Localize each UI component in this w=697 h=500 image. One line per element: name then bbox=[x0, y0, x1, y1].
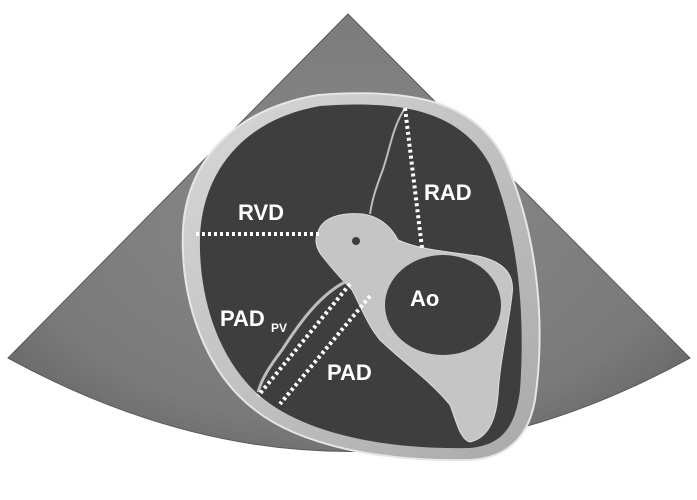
tissue-hole bbox=[352, 237, 360, 245]
label-pad-pv-subscript: PV bbox=[271, 321, 287, 335]
aorta-lumen bbox=[385, 255, 501, 355]
label-rad: RAD bbox=[424, 180, 472, 205]
label-rvd: RVD bbox=[238, 200, 284, 225]
label-pad: PAD bbox=[327, 360, 372, 385]
label-ao: Ao bbox=[410, 286, 439, 311]
label-pad-pv-main: PAD bbox=[220, 306, 265, 331]
